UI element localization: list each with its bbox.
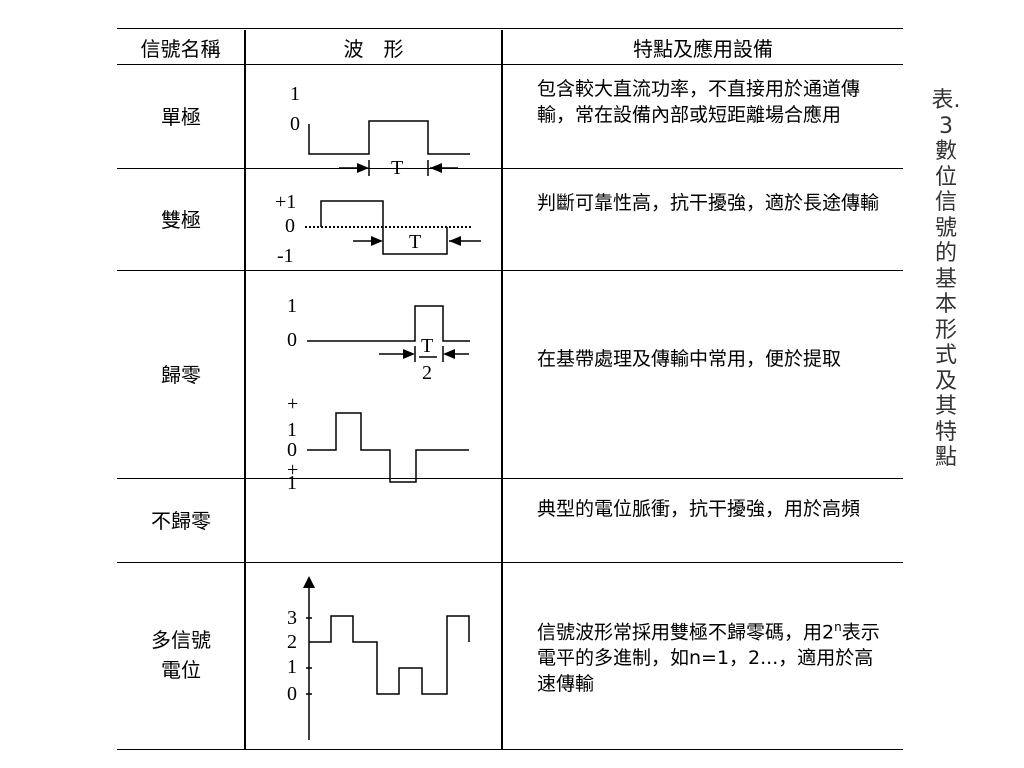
waveform-bipolar: +1 0 -1 T	[247, 170, 500, 268]
row-desc-unipolar: 包含較大直流功率，不直接用於通道傳輸，常在設備內部或短距離場合應用	[537, 78, 861, 126]
row-desc-nrz: 典型的電位脈衝，抗干擾強，用於高頻	[537, 498, 861, 520]
unipolar-trace	[308, 120, 470, 155]
row-name-bipolar: 雙極	[161, 207, 201, 232]
col-divider-1	[244, 30, 246, 749]
multilevel-desc-prefix: 信號波形常採用雙極不歸零碼，用2	[537, 621, 835, 644]
row-desc-rz: 在基帶處理及傳輸中常用，便於提取	[537, 348, 842, 370]
waveform-unipolar: 1 0 T	[247, 66, 500, 179]
row-name-multilevel: 多信號電位	[117, 625, 245, 685]
row-name-rz: 歸零	[161, 362, 201, 387]
rz-trace-b	[307, 412, 469, 483]
row-name-unipolar: 單極	[161, 104, 201, 129]
waveform-rz: 1 0 T 2 + 1 0 +	[247, 272, 500, 483]
row-desc-multilevel: 信號波形常採用雙極不歸零碼，用2n表示電平的多進制，如n=1，2...，適用於高…	[537, 614, 887, 697]
rz-b-plus2: +	[287, 459, 298, 481]
unipolar-arrowhead-right	[430, 163, 442, 173]
rz-b-one: 1	[287, 419, 297, 441]
multilevel-l1: 1	[287, 656, 297, 678]
rz-b-plus: +	[287, 393, 298, 415]
multilevel-l3: 3	[287, 607, 297, 629]
multilevel-l2: 2	[287, 631, 297, 653]
bipolar-trace	[320, 200, 448, 255]
bipolar-arrowhead-right	[449, 236, 461, 246]
side-caption: 表.3 數位信號的基本形式及其特點	[931, 88, 961, 470]
bipolar-zero-label: 0	[285, 215, 295, 237]
multilevel-axis-arrow	[303, 576, 315, 588]
rule-row-1	[117, 168, 903, 169]
header-waveform: 波 形	[343, 36, 404, 61]
rule-row-2	[117, 270, 903, 271]
rz-trace-a	[307, 305, 470, 342]
rule-row-4	[117, 562, 903, 563]
bipolar-arrowhead-left	[371, 236, 383, 246]
unipolar-high-label: 1	[290, 83, 300, 105]
rz-high-label: 1	[287, 295, 297, 317]
rz-period-num: T	[421, 335, 433, 357]
row-name-nrz: 不歸零	[151, 508, 211, 533]
rule-bottom	[117, 749, 903, 750]
rz-arrowhead-right	[443, 349, 455, 359]
header-name: 信號名稱	[140, 36, 221, 61]
row-desc-bipolar: 判斷可靠性高，抗干擾強，適於長途傳輸	[537, 192, 880, 214]
rz-period-den: 2	[422, 362, 432, 384]
unipolar-arrowhead-left	[357, 163, 369, 173]
rz-b-one2: 1	[287, 472, 297, 494]
bipolar-high-label: +1	[275, 191, 296, 213]
bipolar-period-label: T	[409, 231, 421, 253]
rule-row-3	[117, 478, 903, 479]
bipolar-low-label: -1	[277, 245, 294, 267]
multilevel-trace	[309, 615, 470, 695]
waveform-multilevel: 3 2 1 0	[247, 574, 500, 746]
signal-table: 信號名稱 波 形 特點及應用設備 單極 雙極 歸零 不歸零 多信號電位 包含較大…	[117, 28, 903, 750]
header-features: 特點及應用設備	[633, 36, 773, 61]
rz-b-one2-wrap: 1	[247, 472, 500, 502]
rz-b-zero: 0	[287, 439, 297, 461]
rule-top	[117, 28, 903, 29]
col-divider-2	[501, 30, 503, 749]
rz-low-label: 0	[287, 329, 297, 351]
multilevel-desc-sup: n	[834, 620, 842, 634]
multilevel-l0: 0	[287, 683, 297, 705]
multilevel-name-text: 多信號電位	[151, 628, 211, 682]
unipolar-period-label: T	[391, 157, 403, 179]
unipolar-low-label: 0	[290, 113, 300, 135]
rz-arrowhead-left	[403, 349, 415, 359]
rule-header	[117, 64, 903, 65]
multilevel-desc-suffix: 表示電平的多進制，如n=1，2...，適用於高速傳輸	[537, 621, 880, 696]
